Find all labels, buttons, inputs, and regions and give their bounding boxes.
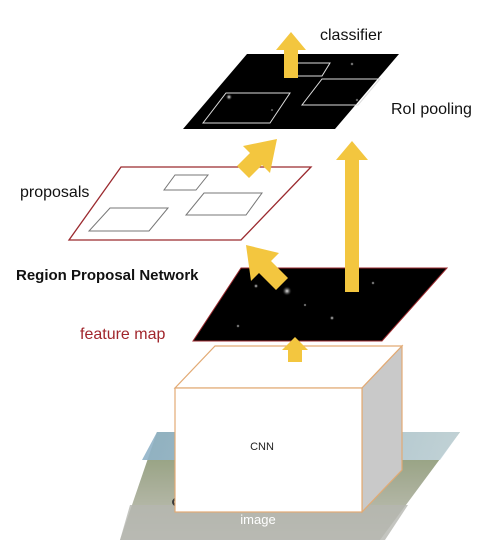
cnn-box: CNN: [175, 346, 402, 512]
feature-map-label: feature map: [80, 326, 165, 343]
roi-pooling-label: RoI pooling: [391, 101, 472, 118]
image-label: image: [240, 512, 275, 527]
cnn-label: CNN: [250, 441, 274, 453]
rpn-label: Region Proposal Network: [16, 267, 199, 284]
classifier-label: classifier: [320, 27, 383, 44]
proposals-plane: [69, 167, 311, 240]
feature-map-plane: [193, 268, 447, 341]
proposals-label: proposals: [20, 184, 89, 201]
